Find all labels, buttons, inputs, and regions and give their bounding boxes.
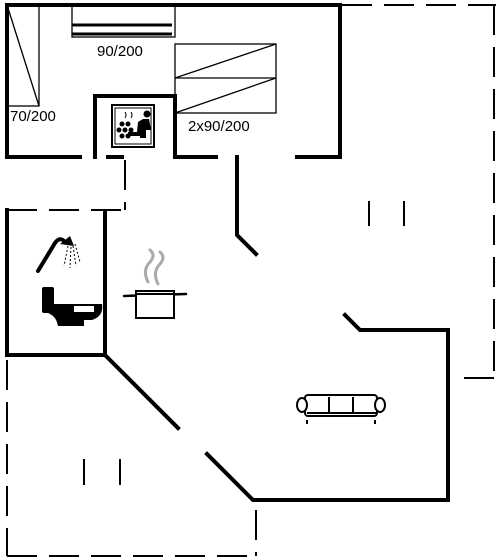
toilet-icon [42, 287, 103, 326]
wall-kitchen-diagonal [102, 352, 181, 431]
bed-label-twin: 2x90/200 [188, 118, 250, 135]
bed-top [71, 4, 176, 38]
wall-hall-diagonal [235, 155, 259, 257]
shower-icon [36, 236, 81, 273]
wall-bathroom [5, 208, 107, 357]
solid-walls [5, 3, 450, 502]
door-marks [83, 201, 405, 485]
beds [6, 4, 277, 114]
wall-living [204, 312, 450, 502]
wall-sauna [93, 94, 177, 159]
terrace-outline [6, 4, 496, 557]
bed-twin [174, 43, 277, 114]
bed-label-single: 70/200 [10, 108, 56, 125]
bed-single [6, 4, 40, 107]
sauna-icon [111, 104, 155, 148]
sofa-icon [296, 394, 386, 424]
cooking-pot-icon [122, 248, 188, 319]
bed-label-top: 90/200 [97, 43, 143, 60]
